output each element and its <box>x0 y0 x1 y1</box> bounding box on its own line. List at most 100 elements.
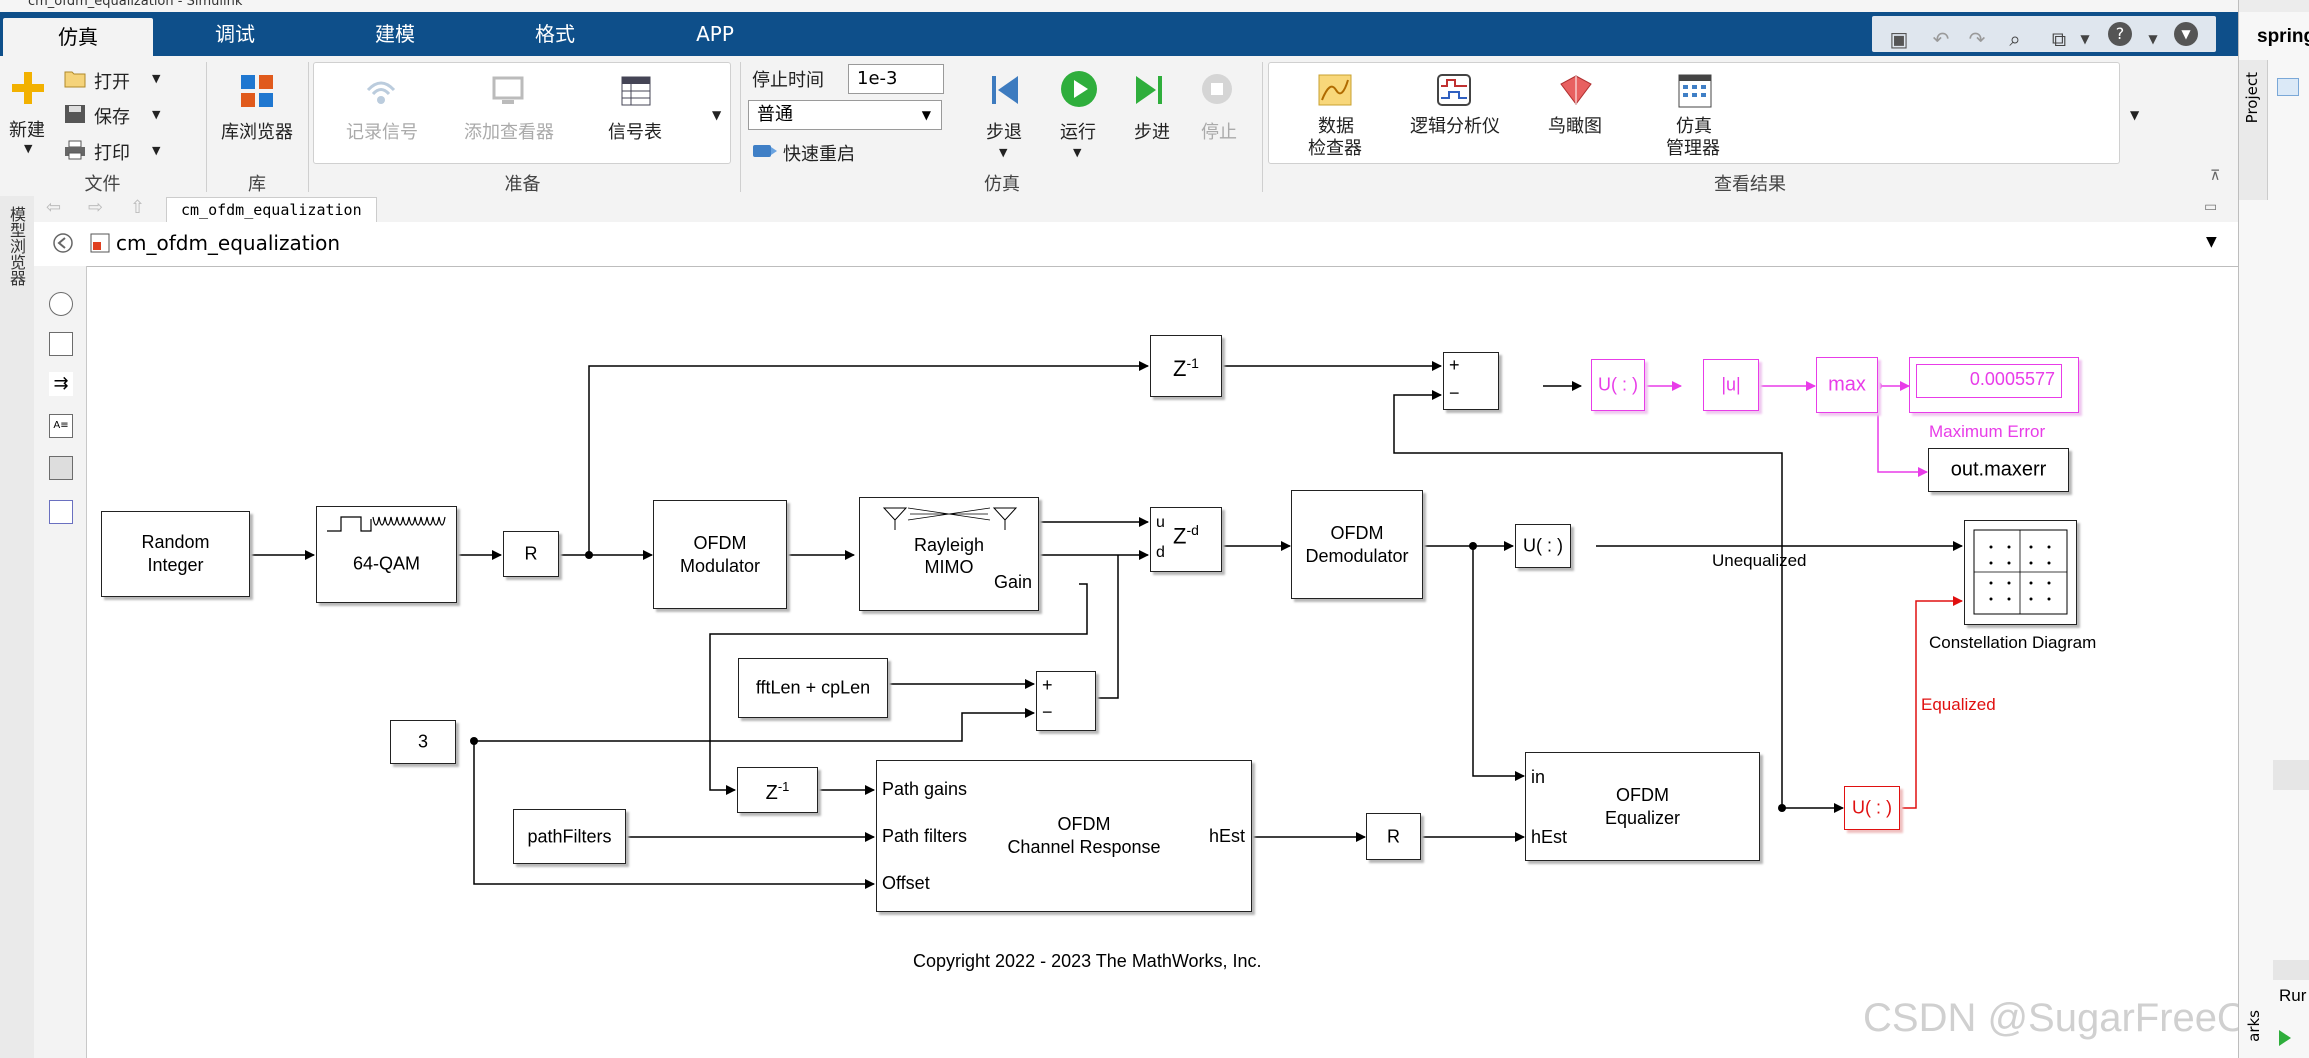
chevron-down-icon[interactable]: ▼ <box>152 72 161 85</box>
chevron-down-icon[interactable]: ▼ <box>152 108 161 121</box>
birds-eye-button[interactable]: 鸟瞰图 <box>1548 116 1602 137</box>
logic-analyzer-button[interactable]: 逻辑分析仪 <box>1410 116 1500 137</box>
add-subtract-block[interactable]: + − <box>1036 671 1096 731</box>
reshape-block[interactable]: U( : ) <box>1515 524 1571 568</box>
save-icon[interactable]: ▣ <box>1889 27 1909 51</box>
data-inspector-label-1[interactable]: 数据 <box>1318 116 1354 137</box>
simulation-manager-label-1[interactable]: 仿真 <box>1676 116 1712 137</box>
new-icon[interactable] <box>10 70 46 110</box>
chevron-down-icon[interactable]: ▼ <box>2148 32 2158 46</box>
back-arrow-icon[interactable]: ⇦ <box>46 197 62 218</box>
subtract-block[interactable]: + − <box>1443 352 1499 410</box>
birds-eye-icon[interactable] <box>1559 74 1593 110</box>
step-back-icon[interactable] <box>986 72 1020 112</box>
max-block[interactable]: max <box>1816 357 1878 413</box>
signal-table-icon[interactable] <box>621 76 651 110</box>
simulation-mode-select[interactable]: 普通 ▼ <box>748 100 942 130</box>
up-arrow-icon[interactable]: ⇧ <box>130 197 146 218</box>
tab-debug[interactable]: 调试 <box>215 22 255 46</box>
open-folder-icon[interactable] <box>64 68 86 92</box>
data-inspector-icon[interactable] <box>1318 74 1352 110</box>
forward-arrow-icon[interactable]: ⇨ <box>88 197 104 218</box>
breadcrumb-path[interactable]: cm_ofdm_equalization <box>116 231 341 255</box>
area-icon[interactable] <box>49 500 73 524</box>
project-tab[interactable]: Project <box>2239 60 2268 200</box>
chevron-down-icon[interactable]: ▼ <box>1073 146 1082 159</box>
logic-analyzer-icon[interactable] <box>1437 74 1471 110</box>
find-icon[interactable]: ⌕ <box>2009 27 2021 51</box>
data-inspector-label-2[interactable]: 检查器 <box>1308 138 1362 159</box>
fast-restart-icon[interactable] <box>752 142 778 164</box>
tab-modeling[interactable]: 建模 <box>375 22 415 46</box>
simulation-manager-label-2[interactable]: 管理器 <box>1666 138 1720 159</box>
tab-apps[interactable]: APP <box>696 22 734 46</box>
step-forward-icon[interactable] <box>1134 72 1168 112</box>
fast-restart-button[interactable]: 快速重启 <box>783 144 855 165</box>
print-button[interactable]: 打印 <box>94 143 130 164</box>
save-icon[interactable] <box>64 104 86 128</box>
library-browser-icon[interactable] <box>240 74 274 112</box>
unit-delay-block[interactable]: Z-1 <box>1150 335 1222 397</box>
to-workspace-block[interactable]: out.maxerr <box>1928 448 2069 492</box>
constant-3-block[interactable]: 3 <box>390 720 456 764</box>
rate-transition-block[interactable]: R <box>1366 813 1421 860</box>
save-button[interactable]: 保存 <box>94 107 130 128</box>
model-browser-tab[interactable]: 模型浏览器 <box>7 206 26 286</box>
redo-icon[interactable]: ↷ <box>1968 27 1986 51</box>
chevron-down-icon[interactable]: ▼ <box>999 146 1008 159</box>
chevron-down-icon[interactable]: ▼ <box>2080 32 2090 46</box>
tab-simulation[interactable]: 仿真 <box>3 18 153 56</box>
model-tab[interactable]: cm_ofdm_equalization <box>166 197 377 222</box>
play-icon[interactable] <box>2279 1030 2291 1046</box>
chevron-down-icon[interactable]: ▼ <box>712 108 722 122</box>
zoom-in-icon[interactable] <box>49 292 73 316</box>
new-label[interactable]: 新建 <box>9 120 45 141</box>
display-block[interactable]: 0.0005577 <box>1909 357 2079 413</box>
path-filters-constant-block[interactable]: pathFilters <box>513 809 626 864</box>
simulation-manager-icon[interactable] <box>1678 74 1712 112</box>
chevron-down-icon[interactable]: ▼ <box>2130 108 2140 122</box>
library-browser-button[interactable]: 库浏览器 <box>221 122 293 143</box>
print-icon[interactable] <box>64 140 86 164</box>
signal-table-button[interactable]: 信号表 <box>608 122 662 143</box>
stop-time-input[interactable]: 1e-3 <box>848 64 944 94</box>
image-icon[interactable] <box>49 456 73 480</box>
rate-transition-block[interactable]: R <box>503 531 559 577</box>
reshape-block[interactable]: U( : ) <box>1844 786 1900 830</box>
bookmarks-tab[interactable]: arks <box>2245 1010 2263 1042</box>
tab-format[interactable]: 格式 <box>535 22 575 46</box>
compare-icon[interactable]: ⧉ <box>2051 27 2067 51</box>
step-back-button[interactable]: 步退 <box>986 122 1022 143</box>
qam-modulator-block[interactable]: 64-QAM <box>316 506 457 603</box>
constellation-diagram-block[interactable] <box>1964 520 2077 625</box>
run-button[interactable]: 运行 <box>1060 122 1096 143</box>
open-button[interactable]: 打开 <box>94 72 130 93</box>
chevron-down-icon[interactable]: ▼ <box>24 142 33 155</box>
hide-browser-icon[interactable] <box>52 232 74 254</box>
collapse-ribbon-icon[interactable]: ▼ <box>2174 22 2198 46</box>
run-icon[interactable] <box>1060 70 1098 112</box>
undo-icon[interactable]: ↶ <box>1932 27 1950 51</box>
chevron-down-icon[interactable]: ▼ <box>2206 234 2217 250</box>
tab-menu-icon[interactable]: ▭ <box>2204 199 2218 215</box>
step-forward-button[interactable]: 步进 <box>1134 122 1170 143</box>
annotation-icon[interactable]: A≡ <box>49 414 73 438</box>
fit-to-view-icon[interactable] <box>49 332 73 356</box>
collapse-icon[interactable]: ⊼ <box>2210 168 2221 184</box>
variable-delay-block[interactable]: u d Z-d <box>1150 507 1222 572</box>
arrow-direction-icon[interactable]: ⇉ <box>49 372 73 396</box>
help-icon[interactable]: ? <box>2108 22 2132 46</box>
constant-fftlen-block[interactable]: fftLen + cpLen <box>738 658 888 718</box>
unit-delay-block[interactable]: Z-1 <box>737 767 818 813</box>
run-label[interactable]: Rur <box>2279 986 2307 1005</box>
reshape-block[interactable]: U( : ) <box>1591 359 1645 411</box>
abs-block[interactable]: |u| <box>1703 359 1759 411</box>
chevron-down-icon[interactable]: ▼ <box>152 144 161 157</box>
